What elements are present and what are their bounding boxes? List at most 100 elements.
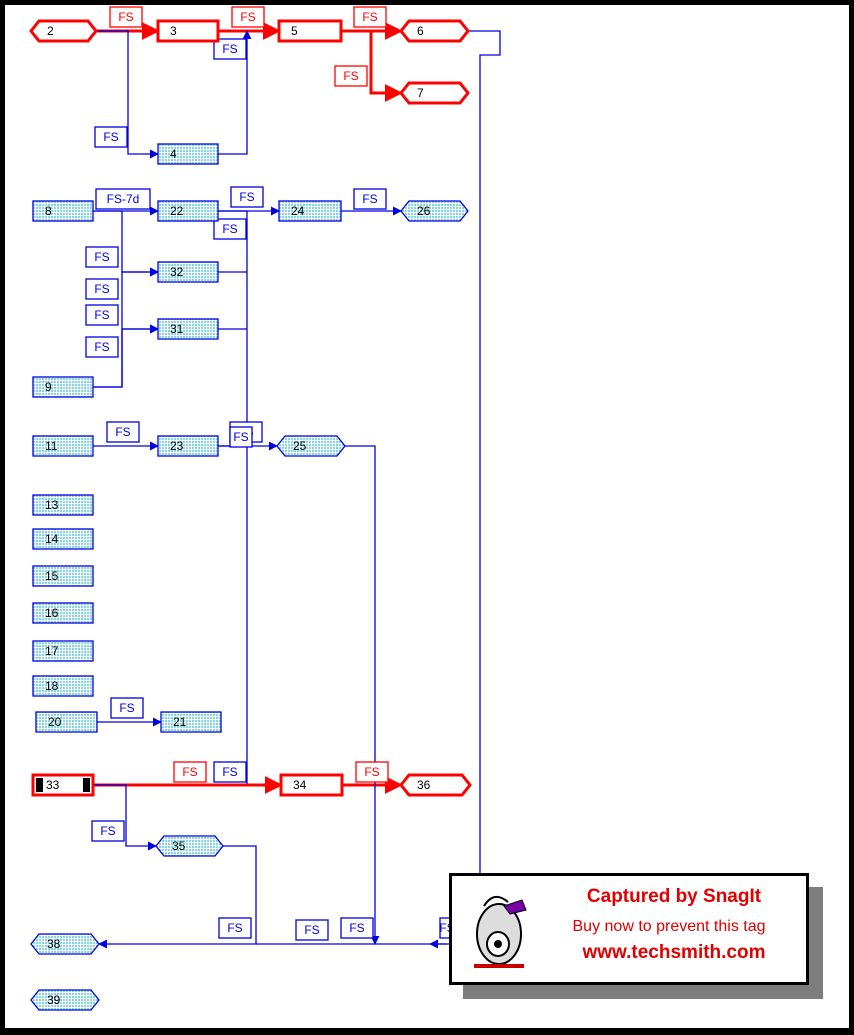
- link-type-label: FS: [353, 188, 387, 210]
- selection-marker: [36, 778, 43, 792]
- task-box-shape: [32, 565, 94, 587]
- task-node-2[interactable]: 2: [29, 19, 98, 43]
- task-id-label: 21: [173, 715, 187, 729]
- task-node-22[interactable]: 22: [157, 200, 219, 222]
- task-box-shape: [32, 376, 94, 398]
- dependency-link-n33-n35[interactable]: [93, 784, 157, 851]
- task-id-label: 8: [45, 204, 52, 218]
- milestone-shape: [276, 435, 346, 457]
- task-node-35[interactable]: 35: [155, 835, 224, 857]
- link-type-label: FS: [91, 820, 125, 842]
- link-type-label-box: [85, 304, 119, 326]
- link-type-label-text: FS: [94, 250, 109, 264]
- task-node-11[interactable]: 11: [32, 435, 94, 457]
- task-id-label: 39: [47, 993, 61, 1007]
- task-node-25[interactable]: 25: [276, 435, 346, 457]
- link-type-label-box: [230, 186, 264, 208]
- snagit-tag-title: Captured by SnagIt: [586, 886, 762, 907]
- link-type-label-box: [355, 761, 389, 783]
- task-id-label: 20: [48, 715, 62, 729]
- task-node-4[interactable]: 4: [157, 143, 219, 165]
- task-box-shape: [160, 711, 222, 733]
- task-node-36[interactable]: 36: [399, 773, 472, 797]
- task-node-3[interactable]: 3: [156, 19, 220, 43]
- task-box-shape: [277, 19, 343, 43]
- task-box-shape: [32, 675, 94, 697]
- task-node-15[interactable]: 15: [32, 565, 94, 587]
- dependency-link-n9-n31[interactable]: [93, 324, 159, 388]
- task-node-17[interactable]: 17: [32, 640, 94, 662]
- link-type-label: FS: [109, 6, 143, 28]
- task-id-label: 35: [172, 839, 186, 853]
- link-type-label-box: [91, 820, 125, 842]
- task-id-label: 5: [291, 24, 298, 38]
- task-id-label: 25: [293, 439, 307, 453]
- task-node-34[interactable]: 34: [279, 773, 344, 797]
- task-node-24[interactable]: 24: [278, 200, 342, 222]
- task-node-20[interactable]: 20: [35, 711, 98, 733]
- task-id-label: 9: [45, 380, 52, 394]
- task-node-16[interactable]: 16: [32, 602, 94, 624]
- task-node-23[interactable]: 23: [157, 435, 219, 457]
- dependency-link-n4-n5[interactable]: [218, 30, 252, 155]
- task-id-label: 32: [170, 265, 184, 279]
- link-type-label: FS: [110, 697, 144, 719]
- task-id-label: 16: [45, 606, 59, 620]
- link-type-label-text: FS: [304, 923, 319, 937]
- task-id-label: 3: [170, 24, 177, 38]
- dependency-link-n22-n34[interactable]: [218, 210, 282, 790]
- link-type-label-box: [173, 761, 207, 783]
- link-type-label-box: [95, 188, 151, 210]
- link-type-label-text: FS: [240, 10, 255, 24]
- link-type-label: FS: [231, 6, 265, 28]
- link-type-label: FS: [85, 336, 119, 358]
- link-type-label-text: FS: [115, 425, 130, 439]
- task-box-shape: [32, 602, 94, 624]
- link-type-label-box: [229, 426, 253, 448]
- dependency-link-n5-n7[interactable]: [369, 31, 403, 102]
- link-type-label-box: [85, 336, 119, 358]
- milestone-shape: [30, 933, 100, 955]
- task-node-13[interactable]: 13: [32, 494, 94, 516]
- task-node-33[interactable]: 33: [31, 773, 95, 797]
- dependency-link-n2-n4[interactable]: [96, 30, 159, 159]
- dependency-link-n6-n38[interactable]: [429, 30, 501, 949]
- task-node-39[interactable]: 39: [30, 989, 100, 1011]
- snagit-tag-url[interactable]: www.techsmith.com: [582, 942, 766, 963]
- task-node-8[interactable]: 8: [32, 200, 94, 222]
- task-id-label: 13: [45, 498, 59, 512]
- link-type-label-text: FS: [100, 824, 115, 838]
- link-type-label-text: FS: [94, 282, 109, 296]
- snagit-tag-subtitle: Buy now to prevent this tag: [572, 918, 766, 935]
- dependency-link-n25-n38[interactable]: [345, 445, 380, 945]
- dependency-link-n35-n38[interactable]: [98, 845, 257, 949]
- task-box-shape: [35, 711, 98, 733]
- milestone-shape: [400, 200, 469, 222]
- task-node-7[interactable]: 7: [399, 81, 470, 105]
- task-box-shape: [32, 528, 94, 550]
- link-type-label-box: [85, 278, 119, 300]
- link-type-label-text: FS: [94, 340, 109, 354]
- link-type-label-text: FS: [222, 765, 237, 779]
- task-id-label: 33: [46, 778, 60, 792]
- task-id-label: 17: [45, 644, 59, 658]
- link-type-label-text: FS: [233, 430, 248, 444]
- task-node-14[interactable]: 14: [32, 528, 94, 550]
- link-type-label: FS-7d: [95, 188, 151, 210]
- task-node-21[interactable]: 21: [160, 711, 222, 733]
- task-node-6[interactable]: 6: [399, 19, 470, 43]
- link-type-label-box: [295, 919, 329, 941]
- task-id-label: 4: [170, 147, 177, 161]
- task-node-5[interactable]: 5: [277, 19, 343, 43]
- task-node-31[interactable]: 31: [157, 318, 219, 340]
- task-node-32[interactable]: 32: [157, 261, 219, 283]
- task-box-shape: [157, 318, 219, 340]
- link-type-label-text: FS: [227, 921, 242, 935]
- link-type-label-text: FS: [94, 308, 109, 322]
- task-node-9[interactable]: 9: [32, 376, 94, 398]
- task-box-shape: [279, 773, 344, 797]
- task-node-38[interactable]: 38: [30, 933, 100, 955]
- task-node-26[interactable]: 26: [400, 200, 469, 222]
- task-node-18[interactable]: 18: [32, 675, 94, 697]
